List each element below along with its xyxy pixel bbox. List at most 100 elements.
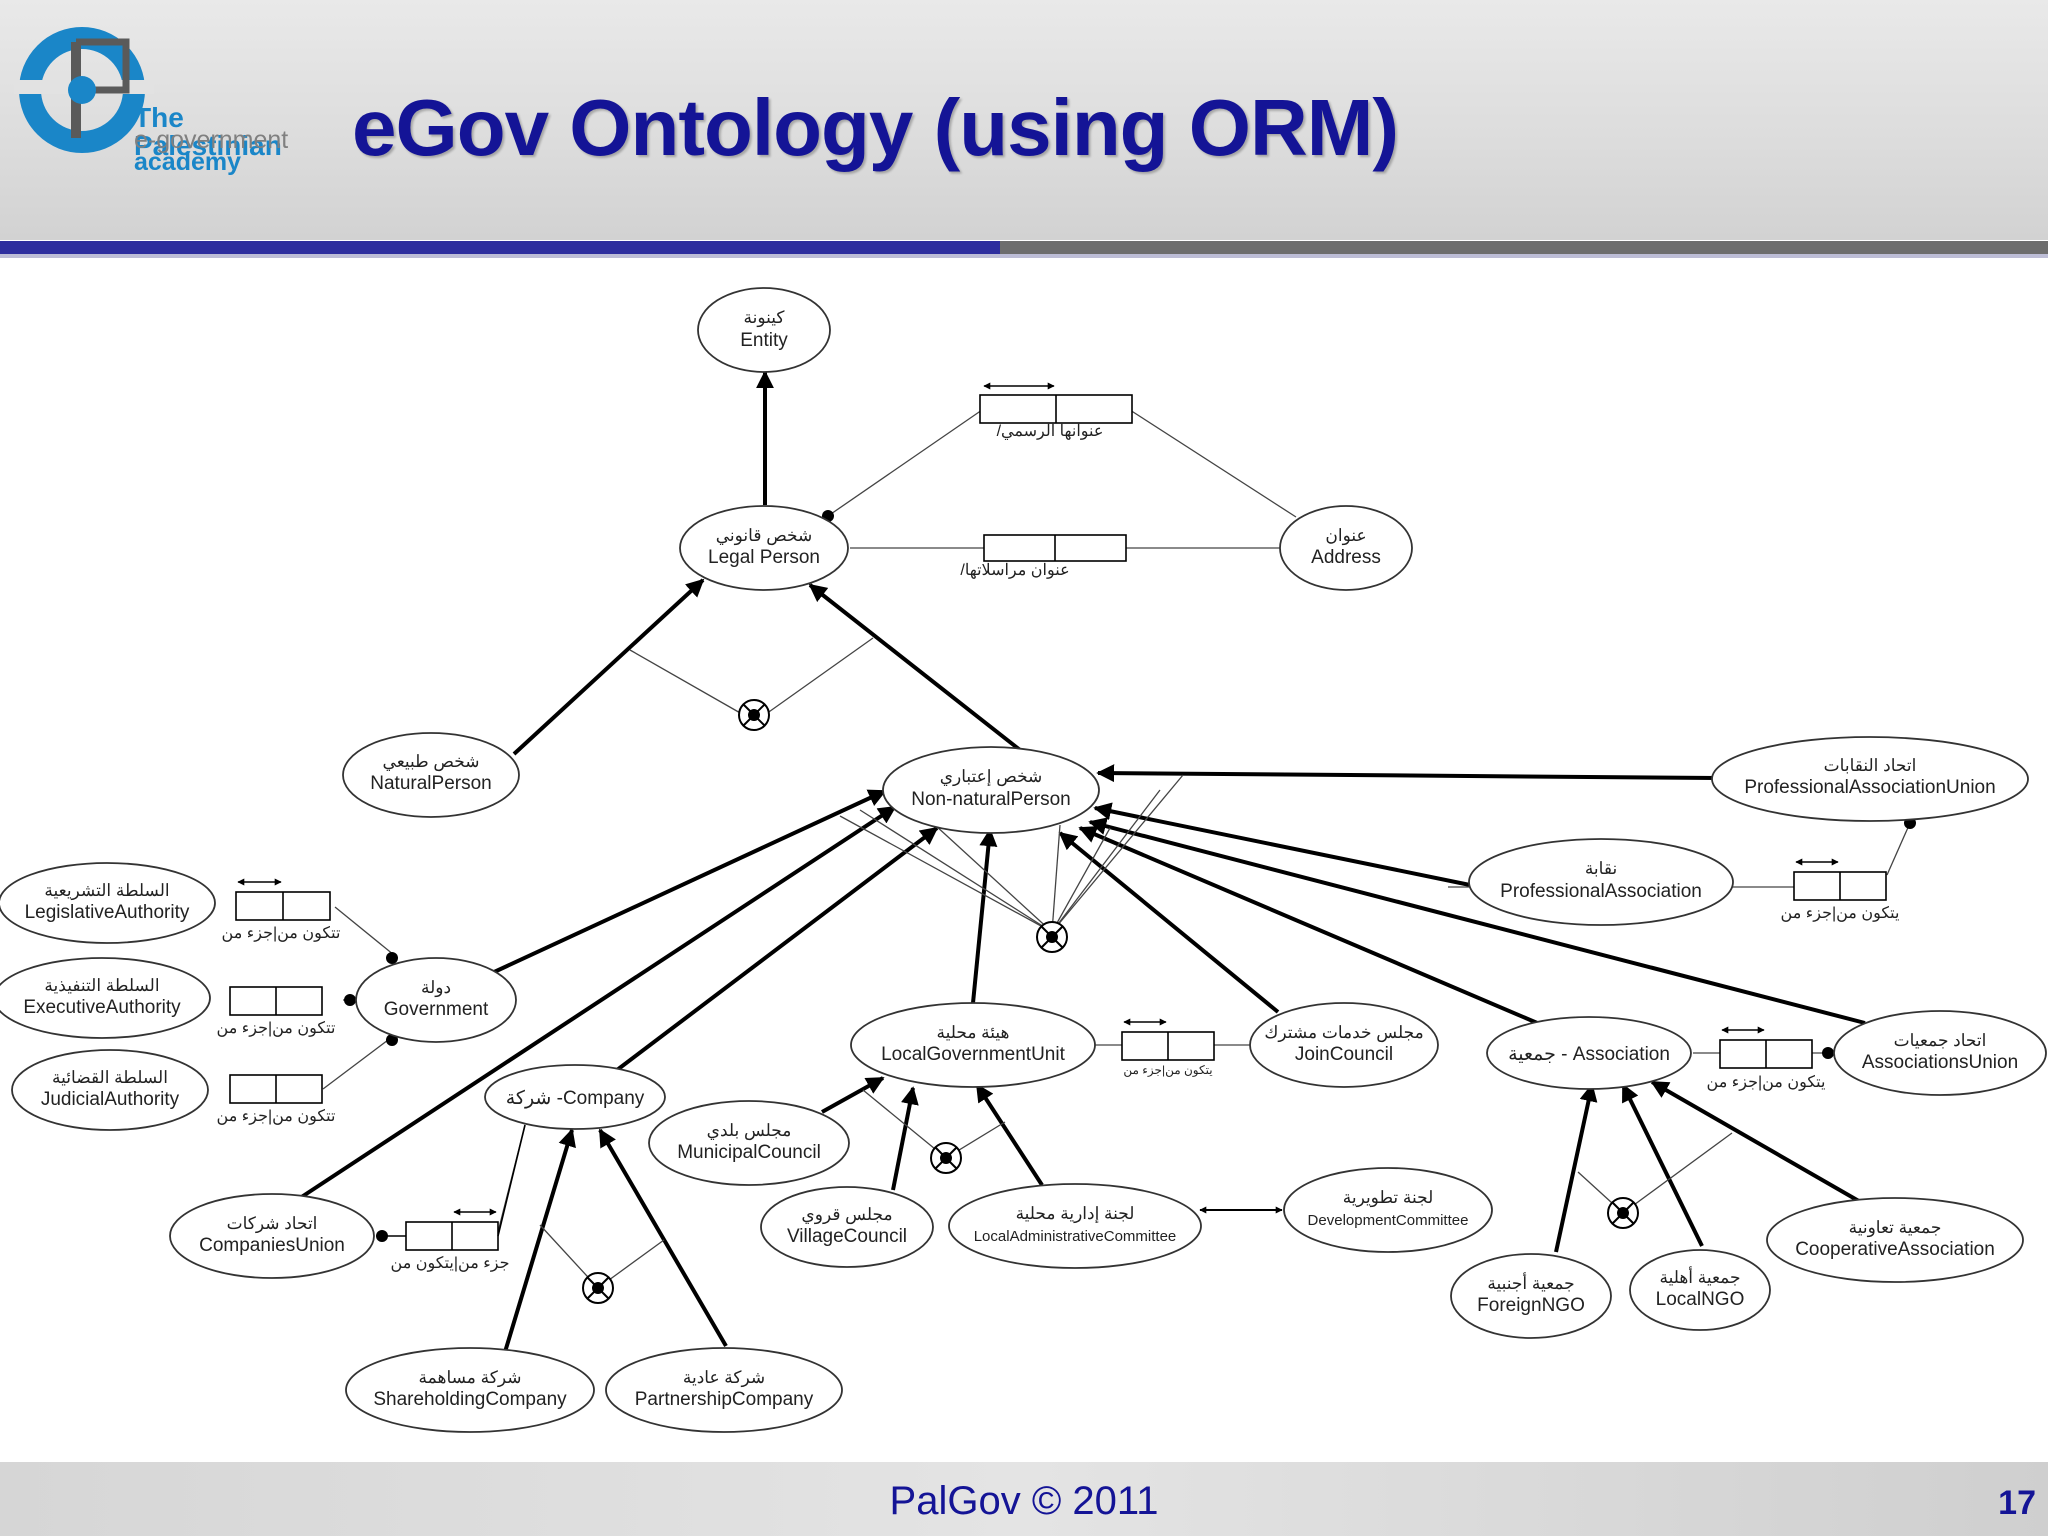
fact-type-correspondence-address <box>983 534 1127 562</box>
arrow-naturalperson-legalperson <box>512 578 705 756</box>
role-label-correspondence-address: /عنوان مراسلاتها <box>960 562 1069 579</box>
arrow-joincouncil-nonnatural <box>1058 831 1280 1014</box>
node-local-ngo <box>1629 1249 1771 1331</box>
node-local-administrative-committee <box>948 1183 1202 1269</box>
node-foreign-ngo <box>1450 1253 1612 1339</box>
header-rule-gray <box>1000 241 2048 254</box>
role-label-companies-union: جزء من|يتكون من <box>391 1255 510 1272</box>
header-rule-thin <box>0 254 2048 258</box>
exclusion-constraint-localgov <box>930 1142 962 1174</box>
arrow-nonnatural-legalperson <box>808 583 1022 752</box>
arrow-partnership-company <box>598 1128 728 1348</box>
label-cooperative-association-en: CooperativeAssociation <box>1795 1239 1995 1260</box>
fact-type-official-address <box>979 382 1133 424</box>
arrow-municipal-localgov <box>821 1076 885 1114</box>
label-partnership-company-ar: شركة عادية <box>683 1368 765 1388</box>
node-executive-authority <box>0 957 211 1039</box>
arrow-government-nonnatural <box>491 789 887 975</box>
label-shareholding-company-ar: شركة مساهمة <box>419 1368 522 1388</box>
node-company <box>484 1064 666 1130</box>
node-cooperative-association <box>1766 1197 2024 1283</box>
exclusion-constraints <box>582 699 1639 1304</box>
fact-type-companies-union <box>405 1208 499 1251</box>
slide-header <box>0 0 2048 240</box>
label-judicial-authority-en: JudicialAuthority <box>41 1089 180 1110</box>
node-address <box>1279 505 1413 591</box>
arrow-association-nonnatural <box>1078 826 1543 1027</box>
label-local-ngo-ar: جمعية أهلية <box>1659 1266 1740 1287</box>
arrow-shareholding-company <box>503 1128 576 1353</box>
arrow-companiesunion-nonnatural <box>298 805 897 1200</box>
exclusion-constraint-nonnatural <box>1036 921 1068 953</box>
slide-footer <box>0 1462 2048 1536</box>
orm-diagram: /عنوانها الرسمي /عنوان مراسلاتها يتكون م… <box>0 287 2047 1433</box>
arrow-localgov-nonnatural <box>971 828 998 1004</box>
node-government <box>355 957 517 1043</box>
logo-text-line3: academy <box>134 148 242 176</box>
role-label-association: يتكون من|جزء من <box>1707 1074 1826 1091</box>
label-professional-association-union-en: ProfessionalAssociationUnion <box>1744 777 1995 798</box>
label-legal-person-en: Legal Person <box>708 547 820 568</box>
node-professional-association-union <box>1711 736 2029 822</box>
label-association-en: جمعية - Association <box>1508 1044 1670 1065</box>
role-labels: /عنوانها الرسمي /عنوان مراسلاتها يتكون م… <box>217 423 1900 1272</box>
label-village-council-ar: مجلس قروي <box>801 1205 892 1225</box>
entity-nodes <box>0 287 2047 1433</box>
label-village-council-en: VillageCouncil <box>787 1226 907 1247</box>
slide-title: eGov Ontology (using ORM) <box>352 83 1399 172</box>
label-local-administrative-committee-en: LocalAdministrativeCommittee <box>974 1228 1177 1245</box>
label-company-en: شركة -Company <box>506 1088 645 1109</box>
label-government-ar: دولة <box>421 978 451 998</box>
page-number: 17 <box>1998 1484 2036 1522</box>
role-label-prof-union: يتكون من|جزء من <box>1781 905 1900 922</box>
label-companies-union-en: CompaniesUnion <box>199 1235 345 1256</box>
label-associations-union-en: AssociationsUnion <box>1862 1052 2018 1073</box>
label-government-en: Government <box>384 999 489 1020</box>
role-label-judicial: تتكون من|جزء من <box>217 1108 336 1125</box>
arrow-profassoc-nonnatural <box>1093 802 1471 887</box>
label-foreign-ngo-en: ForeignNGO <box>1477 1295 1585 1316</box>
node-local-government-unit <box>850 1002 1096 1088</box>
logo-text-line1: The Palestinian <box>134 102 282 161</box>
academy-logo-icon <box>14 27 154 153</box>
label-join-council-ar: مجلس خدمات مشترك <box>1264 1023 1423 1043</box>
label-companies-union-ar: اتحاد شركات <box>227 1214 318 1234</box>
label-local-government-unit-en: LocalGovernmentUnit <box>881 1044 1065 1065</box>
palgov-logo: The Palestinian e-government academy <box>14 16 314 175</box>
arrow-localadmin-localgov <box>975 1083 1044 1187</box>
label-non-natural-person-en: Non-naturalPerson <box>911 789 1070 810</box>
role-label-legislative: تتكون من|جزء من <box>222 925 341 942</box>
arrow-cooperative-association <box>1650 1080 1865 1206</box>
node-judicial-authority <box>11 1049 209 1131</box>
label-professional-association-ar: نقابة <box>1585 859 1617 878</box>
fact-type-legislative <box>235 878 331 921</box>
label-development-committee-en: DevelopmentCommittee <box>1308 1212 1469 1229</box>
label-cooperative-association-ar: جمعية تعاونية <box>1849 1218 1942 1238</box>
exclusion-constraint-company <box>582 1272 614 1304</box>
label-entity-ar: كينونة <box>744 308 786 328</box>
label-professional-association-union-ar: اتحاد النقابات <box>1824 756 1917 775</box>
node-development-committee <box>1283 1167 1493 1253</box>
label-address-ar: عنوان <box>1325 526 1366 546</box>
node-non-natural-person <box>882 746 1100 834</box>
label-address-en: Address <box>1311 547 1381 568</box>
label-legislative-authority-ar: السلطة التشريعية <box>44 881 169 901</box>
subtype-arrows <box>298 370 1866 1353</box>
label-natural-person-ar: شخص طبيعي <box>383 752 480 772</box>
role-label-join-council: يتكون من|جزء من <box>1123 1063 1212 1077</box>
label-associations-union-ar: اتحاد جمعيات <box>1894 1031 1987 1050</box>
label-natural-person-en: NaturalPerson <box>370 773 491 794</box>
label-professional-association-en: ProfessionalAssociation <box>1500 881 1702 902</box>
logo-text-line2: e-government <box>134 126 289 154</box>
entity-labels: كينونة Entity شخص قانوني Legal Person عن… <box>23 308 2018 1410</box>
node-village-council <box>760 1186 934 1268</box>
node-natural-person <box>342 732 520 818</box>
label-municipal-council-ar: مجلس بلدي <box>707 1121 792 1141</box>
label-partnership-company-en: PartnershipCompany <box>635 1389 814 1410</box>
arrow-village-localgov <box>891 1086 919 1191</box>
label-local-ngo-en: LocalNGO <box>1656 1289 1745 1310</box>
node-municipal-council <box>648 1100 850 1186</box>
fact-types <box>229 382 1887 1251</box>
label-executive-authority-ar: السلطة التنفيذية <box>44 976 159 995</box>
node-legal-person <box>679 505 849 591</box>
